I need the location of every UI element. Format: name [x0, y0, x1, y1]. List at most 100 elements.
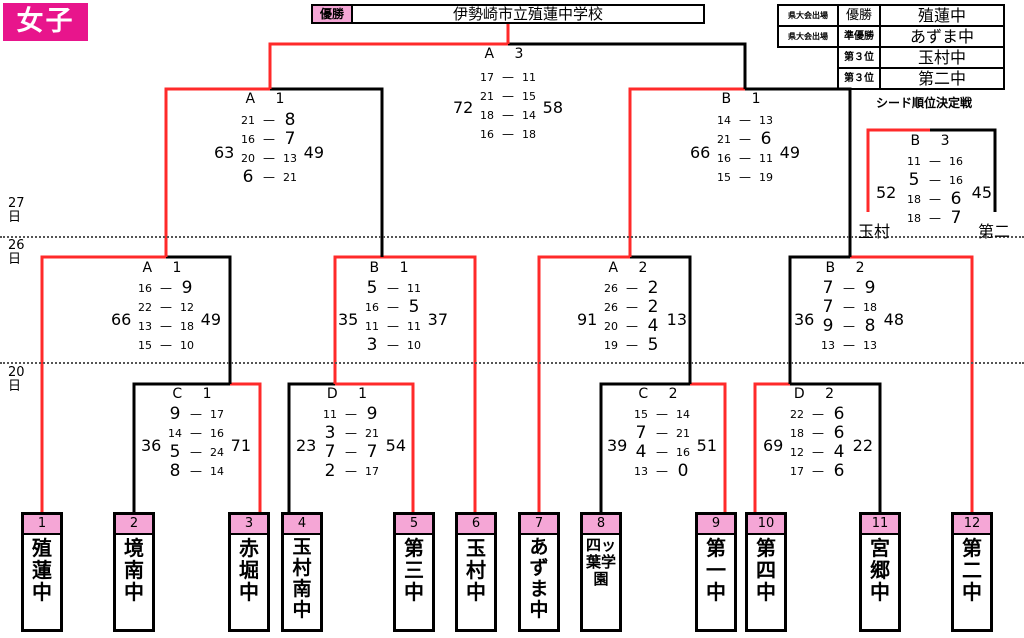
set-row: 22—6 [783, 405, 853, 424]
set-right: 2 [647, 297, 659, 317]
set-right: 24 [210, 446, 224, 459]
set-right: 13 [759, 114, 773, 127]
set-row: 15—19 [710, 168, 780, 187]
match-b1-semifinal: B 1 66 49 14—13 21—6 16—11 15—19 [690, 91, 800, 201]
match-label: A 1 [142, 260, 190, 276]
set-row: 19—5 [597, 336, 667, 355]
set-row: 18—6 [900, 190, 970, 209]
category-title: 女子 [3, 3, 88, 41]
set-right: 21 [283, 171, 297, 184]
team-box: 8 四ッ葉学園 [580, 512, 622, 632]
day-divider [0, 362, 1024, 364]
set-right: 16 [949, 155, 963, 168]
team-box: 12 第二中 [951, 512, 993, 632]
set-left: 18 [480, 109, 494, 122]
set-right: 9 [864, 278, 876, 298]
champion-label: 優勝 [313, 6, 353, 22]
ranking-label: 準優勝 [837, 25, 881, 48]
match-total-right: 45 [971, 183, 992, 202]
set-left: 16 [480, 128, 494, 141]
set-row: 17—6 [783, 462, 853, 481]
team-name: 境南中 [124, 536, 144, 604]
set-right: 7 [950, 208, 962, 228]
set-left: 11 [365, 320, 379, 333]
set-left: 22 [790, 408, 804, 421]
set-row: 15—14 [627, 405, 697, 424]
set-right: 11 [522, 71, 536, 84]
team-name: あずま中 [529, 536, 549, 621]
set-scores: 5—11 16—5 11—11 3—10 [358, 279, 428, 355]
set-left: 18 [790, 427, 804, 440]
set-left: 17 [790, 465, 804, 478]
match-total-left: 72 [453, 98, 474, 117]
ranking-row: 県大会出場 準優勝 あずま中 [777, 25, 1005, 48]
bracket-line-b3-left [866, 128, 930, 212]
day-divider [0, 236, 1024, 238]
set-left: 7 [822, 297, 834, 317]
set-right: 8 [284, 110, 296, 130]
set-left: 16 [717, 152, 731, 165]
set-row: 3—10 [358, 336, 428, 355]
team-number: 2 [116, 515, 152, 535]
match-total-left: 52 [876, 183, 897, 202]
set-left: 7 [324, 442, 336, 462]
set-right: 14 [210, 465, 224, 478]
seed-decision-title: シード順位決定戦 [876, 96, 973, 110]
team-box: 9 第一中 [695, 512, 737, 632]
set-right: 17 [210, 408, 224, 421]
bracket-line-a1-left [40, 255, 166, 512]
team-number: 5 [396, 515, 432, 535]
set-right: 16 [949, 174, 963, 187]
ranking-note [778, 68, 838, 89]
set-left: 16 [138, 282, 152, 295]
match-total-left: 36 [794, 310, 815, 329]
bracket-line-d2-left [753, 382, 790, 512]
team-number: 3 [231, 515, 267, 535]
team-number: 8 [583, 515, 619, 535]
set-right: 6 [833, 461, 845, 481]
set-scores: 7—9 7—18 9—8 13—13 [814, 279, 884, 355]
match-total-right: 71 [230, 436, 251, 455]
set-right: 21 [676, 427, 690, 440]
set-left: 21 [480, 90, 494, 103]
set-right: 16 [210, 427, 224, 440]
match-total-right: 48 [883, 310, 904, 329]
day-label-20: 20 日 [8, 365, 25, 394]
team-name: 四ッ葉学園 [585, 536, 616, 588]
bracket-line-d2-right [790, 382, 882, 512]
match-total-right: 58 [542, 98, 563, 117]
set-row: 5—24 [161, 443, 231, 462]
set-row: 16—5 [358, 298, 428, 317]
day-label-27: 27 日 [8, 196, 25, 225]
bracket-line-sf2-left [628, 87, 745, 257]
match-label: B 1 [721, 91, 769, 107]
b3-right-team: 第二 [978, 222, 1011, 241]
set-left: 16 [241, 133, 255, 146]
team-box: 10 第四中 [745, 512, 787, 632]
set-row: 21—15 [473, 87, 543, 106]
match-total-right: 37 [427, 310, 448, 329]
match-label: A 1 [245, 91, 293, 107]
bracket-line-d1-left [287, 382, 335, 512]
set-row: 7—9 [814, 279, 884, 298]
set-left: 3 [324, 423, 336, 443]
set-left: 22 [138, 301, 152, 314]
set-row: 18—7 [900, 209, 970, 228]
champion-school: 伊勢崎市立殖蓮中学校 [452, 5, 603, 23]
set-right: 7 [366, 442, 378, 462]
set-row: 5—11 [358, 279, 428, 298]
set-row: 11—11 [358, 317, 428, 336]
match-total-left: 35 [338, 310, 359, 329]
bracket-line-sf1-right [270, 87, 384, 257]
set-left: 5 [169, 442, 181, 462]
set-row: 6—21 [234, 168, 304, 187]
match-label: A 2 [608, 260, 656, 276]
ranking-row: 第３位 玉村中 [778, 46, 1005, 69]
set-left: 20 [241, 152, 255, 165]
set-row: 11—9 [316, 405, 386, 424]
set-row: 9—17 [161, 405, 231, 424]
match-a3-final: A 3 72 58 17—11 21—15 18—14 16—18 [453, 46, 563, 156]
set-right: 11 [407, 320, 421, 333]
